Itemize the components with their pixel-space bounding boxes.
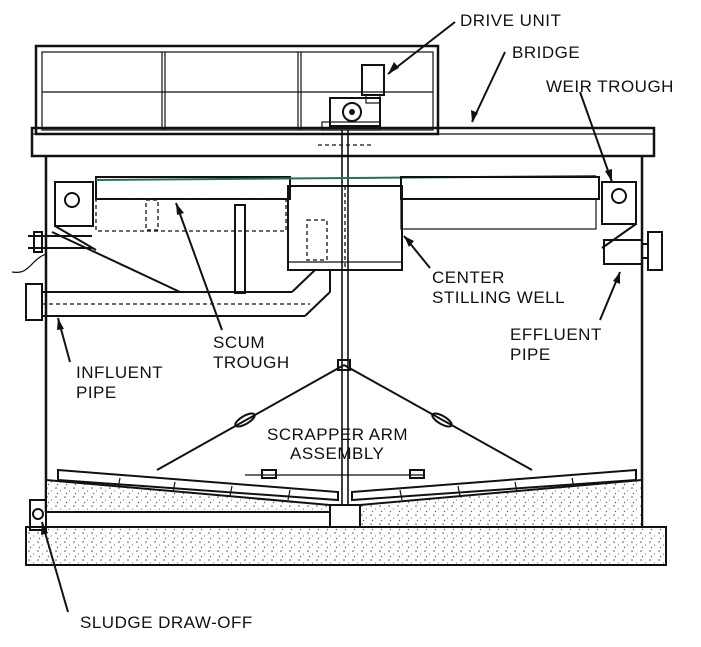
labels: DRIVE UNIT BRIDGE WEIR TROUGH CENTER STI… — [76, 11, 674, 632]
label-trough: TROUGH — [213, 353, 290, 372]
sludge-draw-off — [29, 499, 47, 531]
weir-trough — [54, 181, 637, 251]
scum-pipe — [11, 231, 92, 273]
drive-house — [34, 44, 440, 136]
effluent-pipe — [603, 231, 663, 271]
label-center: CENTER — [432, 268, 505, 287]
label-scrapper-arm: SCRAPPER ARM — [267, 425, 408, 444]
label-influent: INFLUENT — [76, 363, 163, 382]
label-weir-trough: WEIR TROUGH — [546, 77, 674, 96]
label-effluent: EFFLUENT — [510, 325, 602, 344]
label-bridge: BRIDGE — [512, 43, 580, 62]
label-effluent-pipe: PIPE — [510, 345, 551, 364]
tank-floor — [25, 478, 667, 566]
label-influent-pipe: PIPE — [76, 383, 117, 402]
leader-lines — [41, 21, 621, 613]
influent-pipe — [25, 231, 331, 321]
center-shaft — [318, 130, 372, 505]
label-sludge-draw-off: SLUDGE DRAW-OFF — [80, 613, 253, 632]
label-assembly: ASSEMBLY — [290, 444, 384, 463]
drive-unit — [321, 64, 385, 131]
label-drive-unit: DRIVE UNIT — [460, 11, 561, 30]
center-stilling-well — [287, 185, 403, 271]
label-scum: SCUM — [213, 333, 265, 352]
bridge — [30, 126, 656, 158]
label-stilling-well: STILLING WELL — [432, 288, 565, 307]
